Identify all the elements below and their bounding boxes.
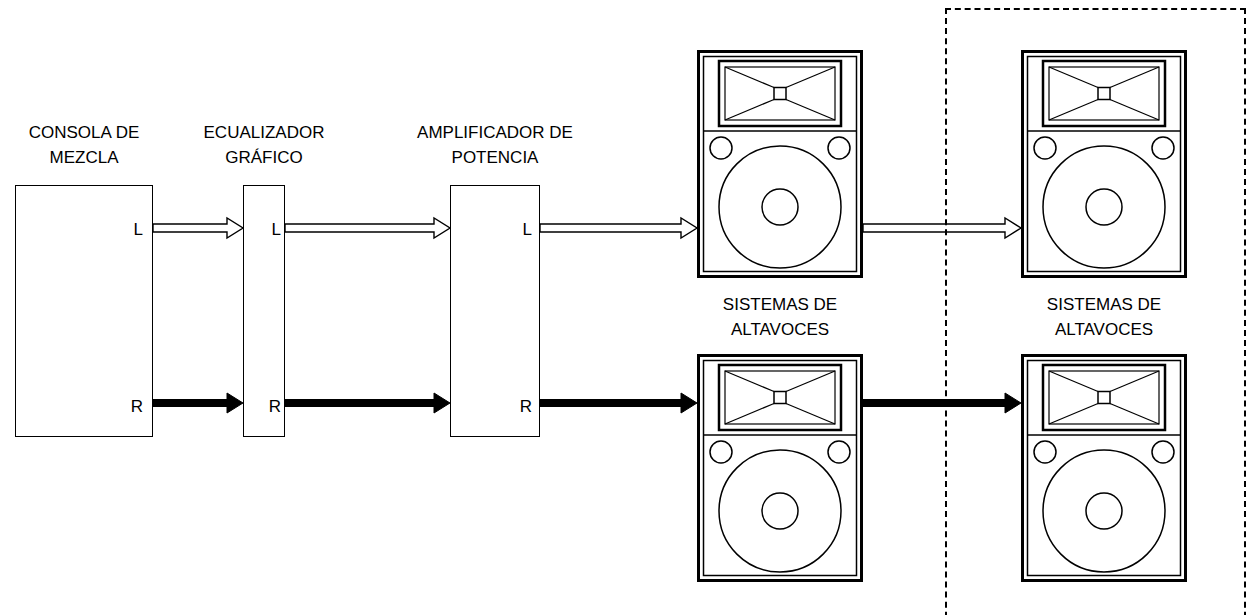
graphic-equalizer: ECUALIZADOR GRÁFICOLR (243, 185, 285, 437)
speaker-drawing (1023, 356, 1186, 581)
speaker-drawing (1023, 52, 1186, 277)
channel-label: R (131, 394, 143, 419)
left-signal-arrow (153, 218, 243, 238)
channel-label: R (269, 394, 281, 419)
device-title: ECUALIZADOR GRÁFICO (192, 120, 337, 170)
right-signal-arrow (540, 393, 697, 413)
left-signal-arrow (540, 218, 697, 238)
speaker-label: SISTEMAS DE ALTAVOCES (1029, 292, 1179, 342)
speaker-system (1021, 354, 1187, 582)
speaker-drawing (699, 52, 862, 277)
channel-label: L (272, 217, 281, 242)
channel-label: L (134, 217, 143, 242)
channel-label: R (520, 394, 532, 419)
device-title: CONSOLA DE MEZCLA (9, 120, 159, 170)
dashed-region: SISTEMAS DE ALTAVOCES (945, 8, 1246, 615)
device-title: AMPLIFICADOR DE POTENCIA (400, 120, 590, 170)
speaker-drawing (699, 356, 862, 581)
right-signal-arrow (863, 393, 1021, 413)
left-signal-arrow (863, 218, 1021, 238)
right-signal-arrow (285, 393, 450, 413)
speaker-system: SISTEMAS DE ALTAVOCES (1021, 50, 1187, 278)
power-amplifier: AMPLIFICADOR DE POTENCIALR (450, 185, 540, 437)
left-signal-arrow (285, 218, 450, 238)
speaker-label: SISTEMAS DE ALTAVOCES (705, 292, 855, 342)
speaker-system (697, 354, 863, 582)
speaker-system: SISTEMAS DE ALTAVOCES (697, 50, 863, 278)
right-signal-arrow (153, 393, 243, 413)
mixing-console: CONSOLA DE MEZCLALR (15, 185, 153, 437)
channel-label: L (523, 217, 532, 242)
